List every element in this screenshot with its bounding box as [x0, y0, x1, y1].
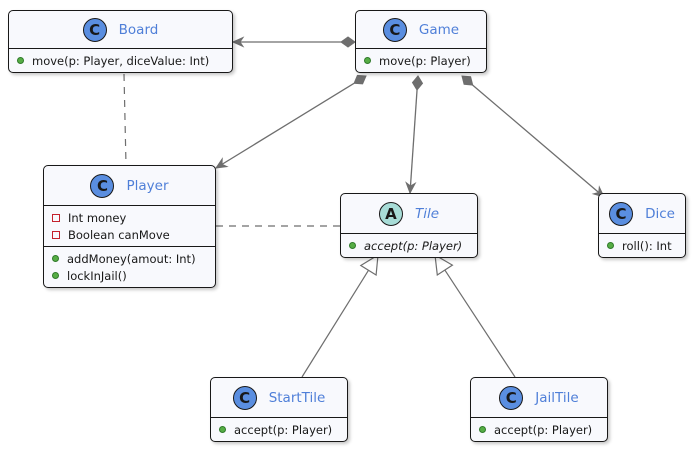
private-visibility-icon — [52, 213, 60, 222]
class-name: Dice — [645, 205, 675, 222]
dependency-board-player-line — [123, 73, 127, 166]
class-starttile[interactable]: C StartTile accept(p: Player) — [210, 377, 348, 442]
methods-section: move(p: Player, diceValue: Int) — [9, 49, 232, 72]
methods-section: accept(p: Player) — [211, 418, 347, 441]
method-row: accept(p: Player) — [211, 421, 347, 438]
class-name: JailTile — [535, 389, 579, 406]
methods-section: roll(): Int — [599, 234, 685, 257]
generalization-jailtile-tile-triangle — [434, 253, 454, 277]
class-header: C Board — [9, 11, 232, 49]
class-badge-icon: C — [82, 17, 107, 42]
field-text: Int money — [68, 210, 127, 225]
method-row: lockInJail() — [44, 267, 215, 284]
method-row: roll(): Int — [599, 237, 685, 254]
composition-game-board-diamond — [340, 36, 356, 48]
class-header: C JailTile — [471, 378, 607, 418]
composition-game-board-arrowhead — [231, 36, 245, 48]
method-row: addMoney(amout: Int) — [44, 250, 215, 267]
public-visibility-icon — [17, 57, 24, 64]
field-row: Boolean canMove — [44, 226, 215, 243]
method-text: lockInJail() — [67, 268, 127, 283]
class-header: A Tile — [341, 194, 477, 234]
class-badge-icon: C — [90, 173, 115, 198]
field-row: Int money — [44, 209, 215, 226]
public-visibility-icon — [479, 426, 486, 433]
composition-game-player-diamond — [353, 74, 367, 85]
generalization-starttile-tile-line — [301, 269, 369, 378]
class-dice[interactable]: C Dice roll(): Int — [598, 193, 686, 258]
method-text: accept(p: Player) — [494, 422, 593, 437]
composition-game-player-arrowhead — [214, 157, 229, 169]
class-jailtile[interactable]: C JailTile accept(p: Player) — [470, 377, 608, 442]
class-badge-icon: C — [232, 385, 257, 410]
class-board[interactable]: C Board move(p: Player, diceValue: Int) — [8, 10, 233, 73]
class-tile[interactable]: A Tile accept(p: Player) — [340, 193, 478, 258]
composition-game-tile-diamond — [411, 75, 424, 91]
method-row: accept(p: Player) — [471, 421, 607, 438]
method-row: move(p: Player, diceValue: Int) — [9, 52, 232, 69]
method-text: move(p: Player) — [379, 53, 471, 68]
composition-game-tile-arrowhead — [405, 181, 417, 195]
class-name: Board — [118, 21, 159, 38]
composition-game-dice-diamond — [461, 75, 474, 86]
class-badge-icon: C — [382, 17, 407, 42]
composition-game-tile-line — [409, 89, 418, 194]
class-header: C Game — [356, 11, 486, 49]
class-name: Game — [418, 21, 460, 38]
class-header: C Dice — [599, 194, 685, 234]
public-visibility-icon — [349, 242, 356, 249]
public-visibility-icon — [364, 57, 371, 64]
class-name: Player — [126, 177, 169, 194]
methods-section: accept(p: Player) — [341, 234, 477, 257]
public-visibility-icon — [607, 242, 614, 249]
public-visibility-icon — [219, 426, 226, 433]
method-text: move(p: Player, diceValue: Int) — [32, 53, 210, 68]
methods-section: accept(p: Player) — [471, 418, 607, 441]
class-name: StartTile — [268, 389, 326, 406]
generalization-starttile-tile-triangle — [359, 253, 379, 277]
class-badge-icon: C — [609, 201, 634, 226]
composition-game-player-line — [215, 82, 355, 169]
composition-game-dice-line — [472, 84, 605, 198]
public-visibility-icon — [52, 255, 59, 262]
field-text: Boolean canMove — [68, 227, 170, 242]
method-text: roll(): Int — [622, 238, 672, 253]
method-text: accept(p: Player) — [234, 422, 333, 437]
class-header: C Player — [44, 166, 215, 206]
class-badge-icon: C — [499, 385, 524, 410]
method-row: move(p: Player) — [356, 52, 486, 69]
method-row: accept(p: Player) — [341, 237, 477, 254]
public-visibility-icon — [52, 272, 59, 279]
class-name: Tile — [414, 205, 440, 222]
abstract-class-badge-icon: A — [378, 201, 403, 226]
generalization-jailtile-tile-line — [444, 269, 516, 378]
methods-section: addMoney(amout: Int) lockInJail() — [44, 247, 215, 287]
method-text: addMoney(amout: Int) — [67, 251, 196, 266]
private-visibility-icon — [52, 230, 60, 239]
class-game[interactable]: C Game move(p: Player) — [355, 10, 487, 73]
methods-section: move(p: Player) — [356, 49, 486, 72]
class-header: C StartTile — [211, 378, 347, 418]
method-text: accept(p: Player) — [364, 238, 463, 253]
